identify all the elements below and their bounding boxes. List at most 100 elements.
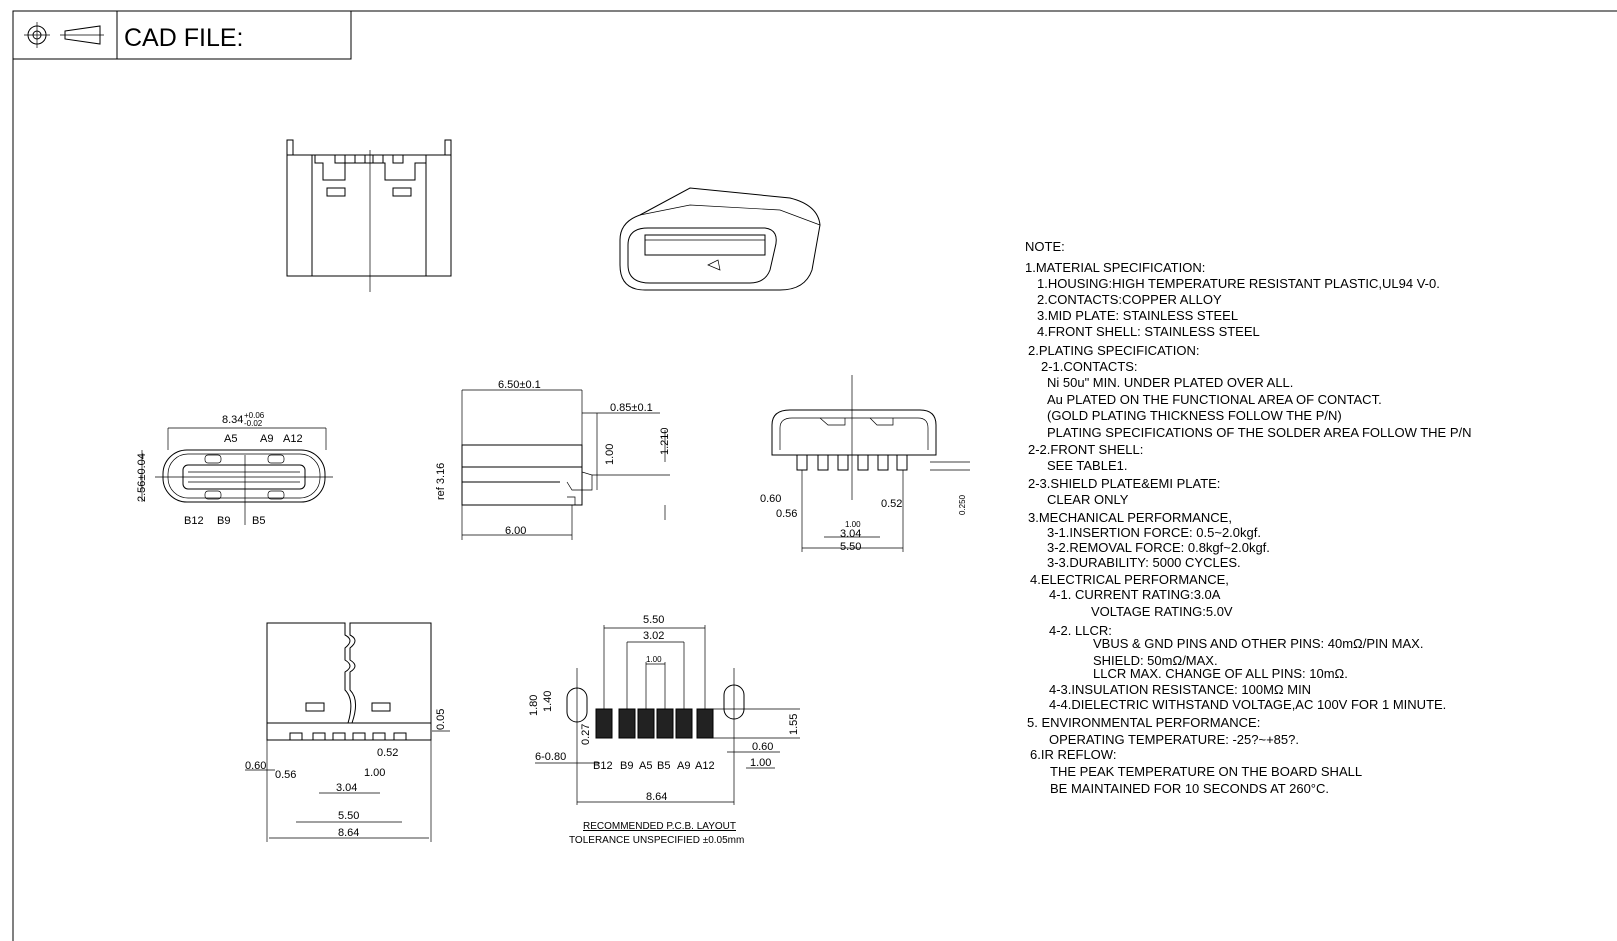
- note-line: 3.MID PLATE: STAINLESS STEEL: [1037, 308, 1238, 323]
- pcb-layout-title: RECOMMENDED P.C.B. LAYOUT: [583, 821, 736, 832]
- note-line: SHIELD: 50mΩ/MAX.: [1093, 653, 1218, 668]
- pcb-layout: 5.50 3.02 1.00 1.80 1.40 0.27 6-0.80 1.5…: [528, 614, 800, 846]
- cad-file-label: CAD FILE:: [124, 24, 243, 52]
- pad-label: B5: [657, 760, 670, 772]
- dim-offset: 0.85±0.1: [610, 402, 653, 414]
- note-line: VBUS & GND PINS AND OTHER PINS: 40mΩ/PIN…: [1093, 636, 1423, 651]
- dim-width-tol-minus: -0.02: [244, 419, 263, 428]
- pin-label: B12: [184, 515, 204, 527]
- first-angle-projection-icon: [24, 22, 104, 48]
- dim-060: 0.60: [245, 760, 266, 772]
- pad: [656, 708, 674, 739]
- note-line: 4-3.INSULATION RESISTANCE: 100MΩ MIN: [1049, 682, 1311, 697]
- dim-550: 5.50: [338, 810, 359, 822]
- notes-heading: NOTE:: [1025, 239, 1065, 254]
- note-line: 4-2. LLCR:: [1049, 623, 1112, 638]
- note-line: 4.FRONT SHELL: STAINLESS STEEL: [1037, 324, 1260, 339]
- dim-060: 0.60: [752, 741, 773, 753]
- front-view: 8.34 +0.06 -0.02 2.56±0.04 A5 A9 A12 B12…: [136, 411, 333, 527]
- dim-550: 5.50: [840, 541, 861, 553]
- note-line: 1.HOUSING:HIGH TEMPERATURE RESISTANT PLA…: [1037, 276, 1440, 291]
- isometric-view: [619, 187, 821, 291]
- dim-140: 1.40: [542, 691, 554, 712]
- dim-0250: 0.250: [958, 494, 967, 515]
- note-line: Ni 50u" MIN. UNDER PLATED OVER ALL.: [1047, 375, 1293, 390]
- note-line: CLEAR ONLY: [1047, 492, 1129, 507]
- note-line: 2.CONTACTS:COPPER ALLOY: [1037, 292, 1222, 307]
- note-line: 2-2.FRONT SHELL:: [1028, 442, 1143, 457]
- dim-005: 0.05: [435, 709, 447, 730]
- note-line: 3-1.INSERTION FORCE: 0.5~2.0kgf.: [1047, 525, 1261, 540]
- dim-base: 6.00: [505, 525, 526, 537]
- dim-027: 0.27: [580, 724, 592, 745]
- note-line: 4-1. CURRENT RATING:3.0A: [1049, 587, 1221, 602]
- dim-180: 1.80: [528, 695, 540, 716]
- dim-width: 8.34: [222, 414, 243, 426]
- pin-label: B9: [217, 515, 230, 527]
- dim-864: 8.64: [338, 827, 359, 839]
- pad-label: A9: [677, 760, 690, 772]
- bottom-view: 0.05 0.60 0.56 0.52 1.00 3.04 5.50 8.64: [245, 622, 450, 842]
- dim-height: 2.56±0.04: [136, 453, 148, 502]
- dim-052: 0.52: [881, 498, 902, 510]
- note-line: Au PLATED ON THE FUNCTIONAL AREA OF CONT…: [1047, 392, 1382, 407]
- top-view: [286, 139, 452, 292]
- note-line: 6.IR REFLOW:: [1030, 747, 1116, 762]
- note-line: 4-4.DIELECTRIC WITHSTAND VOLTAGE,AC 100V…: [1049, 697, 1446, 712]
- pad: [637, 708, 655, 739]
- dim-304: 3.04: [336, 782, 357, 794]
- dim-052: 0.52: [377, 747, 398, 759]
- pad: [618, 708, 636, 739]
- note-line: THE PEAK TEMPERATURE ON THE BOARD SHALL: [1050, 764, 1362, 779]
- dim-550: 5.50: [643, 614, 664, 626]
- note-line: 3-3.DURABILITY: 5000 CYCLES.: [1047, 555, 1241, 570]
- note-line: 2-3.SHIELD PLATE&EMI PLATE:: [1028, 476, 1220, 491]
- dim-total: 1.210: [659, 427, 671, 455]
- note-line: LLCR MAX. CHANGE OF ALL PINS: 10mΩ.: [1093, 666, 1348, 681]
- dim-step: 1.00: [604, 444, 616, 465]
- note-line: 2-1.CONTACTS:: [1041, 359, 1138, 374]
- pin-label: A9: [260, 433, 273, 445]
- dim-304: 3.04: [840, 528, 861, 540]
- dim-155: 1.55: [788, 714, 800, 735]
- pin-label: A5: [224, 433, 237, 445]
- dim-100: 1.00: [364, 767, 385, 779]
- dim-302: 3.02: [643, 630, 664, 642]
- note-line: PLATING SPECIFICATIONS OF THE SOLDER ARE…: [1047, 425, 1472, 440]
- pad-label: B12: [593, 760, 613, 772]
- note-line: 4.ELECTRICAL PERFORMANCE,: [1030, 572, 1229, 587]
- dim-width-tol-plus: +0.06: [244, 411, 265, 420]
- dim-056: 0.56: [275, 769, 296, 781]
- note-line: (GOLD PLATING THICKNESS FOLLOW THE P/N): [1047, 408, 1342, 423]
- pin-label: B5: [252, 515, 265, 527]
- dim-length: 6.50±0.1: [498, 379, 541, 391]
- pad-label: A12: [695, 760, 715, 772]
- dim-056: 0.56: [776, 508, 797, 520]
- dim-pads: 6-0.80: [535, 751, 566, 763]
- pad-label: B9: [620, 760, 633, 772]
- note-line: BE MAINTAINED FOR 10 SECONDS AT 260°C.: [1050, 781, 1329, 796]
- note-line: 1.MATERIAL SPECIFICATION:: [1025, 260, 1205, 275]
- note-line: 3-2.REMOVAL FORCE: 0.8kgf~2.0kgf.: [1047, 540, 1270, 555]
- note-line: SEE TABLE1.: [1047, 458, 1127, 473]
- title-block: CAD FILE:: [12, 10, 352, 60]
- note-line: 3.MECHANICAL PERFORMANCE,: [1028, 510, 1232, 525]
- pad: [696, 708, 714, 739]
- dim-100: 1.00: [845, 520, 861, 529]
- note-line: OPERATING TEMPERATURE: -25?~+85?.: [1049, 732, 1299, 747]
- dim-100: 1.00: [646, 655, 662, 664]
- pad: [595, 708, 613, 739]
- side-view: 6.50±0.1 0.85±0.1 ref 3.16 1.00 1.210 6.…: [435, 379, 671, 540]
- dim-060: 0.60: [760, 493, 781, 505]
- dim-864: 8.64: [646, 791, 667, 803]
- sheet-border: [12, 10, 1617, 941]
- pad-label: A5: [639, 760, 652, 772]
- note-line: 5. ENVIRONMENTAL PERFORMANCE:: [1027, 715, 1260, 730]
- pin-label: A12: [283, 433, 303, 445]
- note-line: 2.PLATING SPECIFICATION:: [1028, 343, 1199, 358]
- pad: [675, 708, 693, 739]
- rear-view: 0.60 0.56 0.52 1.00 3.04 5.50 0.250: [760, 375, 970, 553]
- note-line: VOLTAGE RATING:5.0V: [1091, 604, 1233, 619]
- notes-block: NOTE: 1.MATERIAL SPECIFICATION: 1.HOUSIN…: [1025, 239, 1472, 796]
